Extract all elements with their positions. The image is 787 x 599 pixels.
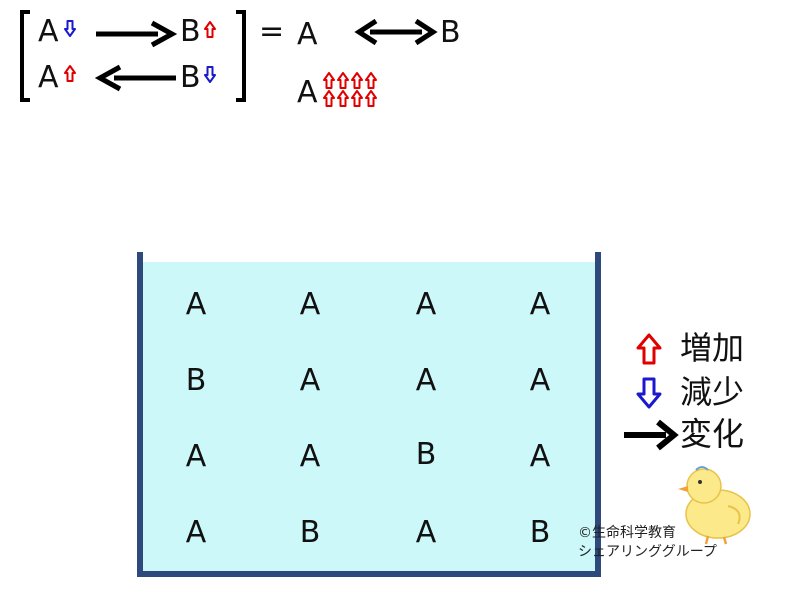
legend-decrease-label: 減少 xyxy=(680,373,745,411)
chick-mascot-icon xyxy=(678,466,751,545)
credit: ©生命科学教育 シェアリンググループ xyxy=(578,524,717,562)
blue-down-arrow-icon xyxy=(636,377,662,409)
grid-cell: A xyxy=(299,439,321,474)
black-left-arrow-icon xyxy=(94,64,176,92)
black-double-arrow-icon xyxy=(354,18,438,46)
black-right-arrow-icon xyxy=(624,419,679,451)
grid-cell: A xyxy=(415,287,437,322)
black-right-arrow-icon xyxy=(96,20,178,48)
equals-sign: = xyxy=(259,14,285,49)
grid-cell: A xyxy=(529,363,551,398)
grid-cell: A xyxy=(415,363,437,398)
red-up-arrow-icon xyxy=(64,65,76,82)
grid-cell: A xyxy=(529,439,551,474)
row1-left-species: A xyxy=(38,14,59,49)
row2-right-species: B xyxy=(180,60,201,95)
red-up-arrow-icon xyxy=(204,21,216,38)
row1-right-species: B xyxy=(180,14,201,49)
blue-down-arrow-icon xyxy=(64,20,76,37)
credit-line-2: シェアリンググループ xyxy=(578,543,717,560)
right-bracket xyxy=(236,10,246,102)
grid-cell: B xyxy=(185,363,207,398)
grid-cell: A xyxy=(299,287,321,322)
grid-cell: B xyxy=(415,437,437,472)
credit-line-1: ©生命科学教育 xyxy=(578,525,676,541)
left-bracket xyxy=(20,10,30,102)
result-right-species: B xyxy=(440,15,461,50)
container-beaker xyxy=(137,252,601,577)
grid-cell: A xyxy=(185,287,207,322)
red-up-arrow-icon xyxy=(636,333,662,365)
red-up-arrow-cluster-icon xyxy=(323,72,377,107)
liquid xyxy=(143,262,595,571)
grid-cell: B xyxy=(529,515,551,550)
row2-left-species: A xyxy=(38,60,59,95)
grid-cell: A xyxy=(185,439,207,474)
legend-change-label: 変化 xyxy=(680,415,745,453)
grid-cell: A xyxy=(529,287,551,322)
result-left-species: A xyxy=(297,17,318,52)
grid-cell: A xyxy=(299,363,321,398)
grid-cell: A xyxy=(185,515,207,550)
blue-down-arrow-icon xyxy=(204,66,216,83)
result-bottom-species: A xyxy=(297,75,318,110)
legend-increase-label: 増加 xyxy=(680,329,745,367)
grid-cell: A xyxy=(415,515,437,550)
grid-cell: B xyxy=(299,515,321,550)
